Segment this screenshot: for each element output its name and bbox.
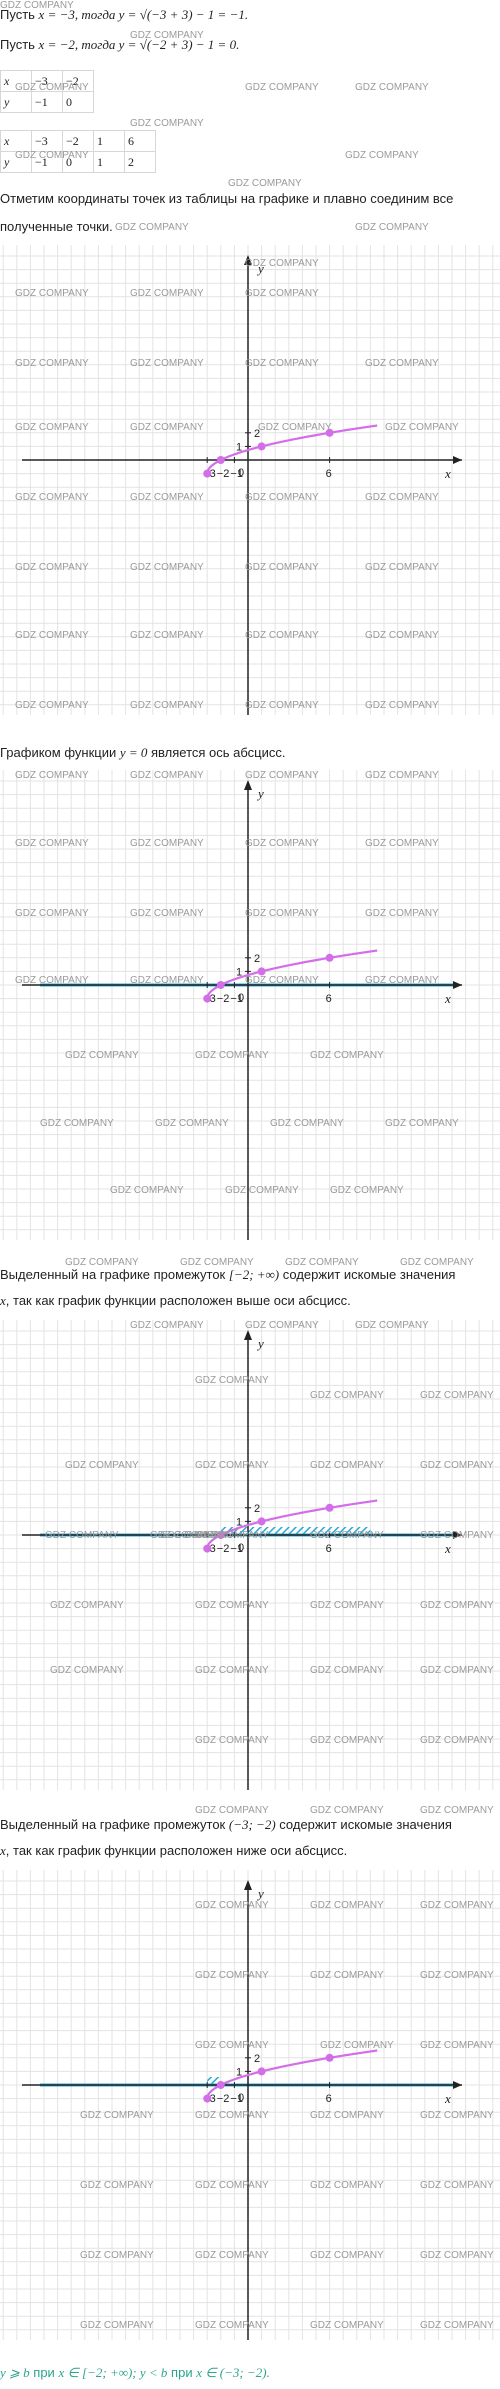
grid bbox=[0, 1870, 500, 2340]
shaded-interval bbox=[207, 2077, 221, 2085]
x-tick-label: −1 bbox=[230, 993, 243, 1005]
data-point bbox=[325, 953, 334, 962]
data-point bbox=[257, 967, 266, 976]
x-axis-arrow bbox=[453, 456, 462, 464]
origin-label: 0 bbox=[238, 467, 244, 479]
x-axis-label: x bbox=[444, 2091, 451, 2106]
x-tick-label: 6 bbox=[326, 468, 332, 480]
data-point bbox=[325, 2053, 334, 2062]
x-axis-arrow bbox=[453, 1531, 462, 1539]
data-point bbox=[203, 469, 212, 478]
interval-2-line-2: x, так как график функции расположен ниж… bbox=[0, 1843, 348, 1858]
watermark: GDZ COMPANY bbox=[130, 118, 204, 129]
line-x-minus-3: Пусть x = −3, тогда y = √(−3 + 3) − 1 = … bbox=[0, 7, 249, 22]
y-tick-label: 2 bbox=[254, 953, 260, 965]
function-curve bbox=[206, 1499, 378, 1549]
grid bbox=[0, 1320, 500, 1790]
watermark: GDZ COMPANY bbox=[245, 82, 319, 93]
x-axis-label: x bbox=[444, 1541, 451, 1556]
x-tick-label: −2 bbox=[217, 468, 230, 480]
y-axis-label: y bbox=[256, 261, 264, 276]
watermark: GDZ COMPANY bbox=[355, 222, 429, 233]
y-axis-arrow bbox=[244, 1880, 252, 1890]
y-tick-label: 2 bbox=[254, 1503, 260, 1515]
data-point bbox=[216, 456, 225, 464]
data-point bbox=[325, 428, 334, 437]
data-point bbox=[216, 2081, 225, 2089]
watermark: GDZ COMPANY bbox=[115, 222, 189, 233]
x-tick-label: −2 bbox=[217, 1543, 230, 1555]
x-axis-arrow bbox=[453, 981, 462, 989]
interval-2-line-1: Выделенный на графике промежуток (−3; −2… bbox=[0, 1817, 452, 1832]
data-point bbox=[325, 1503, 334, 1512]
x-tick-label: −2 bbox=[217, 993, 230, 1005]
y-axis-label: y bbox=[256, 786, 264, 801]
data-point bbox=[203, 1544, 212, 1553]
plot-intro-2: полученные точки. bbox=[0, 219, 113, 234]
final-answer: y ⩾ b при x ∈ [−2; +∞); y < b при x ∈ (−… bbox=[0, 2365, 270, 2380]
y-axis-label: y bbox=[256, 1886, 264, 1901]
x-tick-label: −1 bbox=[230, 2093, 243, 2105]
data-point bbox=[257, 442, 266, 451]
y-tick-label: 1 bbox=[236, 1516, 242, 1528]
y-axis-arrow bbox=[244, 1330, 252, 1340]
interval-1-line-2: x, так как график функции расположен выш… bbox=[0, 1293, 351, 1308]
x-axis-arrow bbox=[453, 2081, 462, 2089]
data-point bbox=[216, 981, 225, 989]
x-tick-label: −2 bbox=[217, 2093, 230, 2105]
data-point bbox=[257, 2067, 266, 2076]
x-tick-label: 6 bbox=[326, 1543, 332, 1555]
y-axis-label: y bbox=[256, 1336, 264, 1351]
data-point bbox=[203, 2094, 212, 2103]
grid bbox=[0, 770, 500, 1240]
y0-statement: Графиком функции y = 0 является ось абсц… bbox=[0, 745, 286, 760]
function-curve bbox=[206, 949, 378, 999]
watermark: GDZ COMPANY bbox=[355, 82, 429, 93]
grid bbox=[0, 245, 500, 715]
interval-1-line-1: Выделенный на графике промежуток [−2; +∞… bbox=[0, 1267, 456, 1282]
origin-label: 0 bbox=[238, 2092, 244, 2104]
y-axis-arrow bbox=[244, 780, 252, 790]
y-tick-label: 2 bbox=[254, 428, 260, 440]
line-x-minus-2: Пусть x = −2, тогда y = √(−2 + 3) − 1 = … bbox=[0, 37, 240, 52]
watermark: GDZ COMPANY bbox=[345, 150, 419, 161]
origin-label: 0 bbox=[238, 992, 244, 1004]
watermark: GDZ COMPANY bbox=[420, 1805, 494, 1816]
y-tick-label: 2 bbox=[254, 2053, 260, 2065]
watermark: GDZ COMPANY bbox=[195, 1805, 269, 1816]
y-axis-arrow bbox=[244, 255, 252, 265]
data-point bbox=[216, 1531, 225, 1539]
data-point bbox=[203, 994, 212, 1003]
data-point bbox=[257, 1517, 266, 1526]
x-tick-label: 6 bbox=[326, 2093, 332, 2105]
function-curve bbox=[206, 2049, 378, 2099]
watermark: GDZ COMPANY bbox=[228, 178, 302, 189]
x-tick-label: 6 bbox=[326, 993, 332, 1005]
x-axis-label: x bbox=[444, 466, 451, 481]
y-tick-label: 1 bbox=[236, 2066, 242, 2078]
origin-label: 0 bbox=[238, 1542, 244, 1554]
y-tick-label: 1 bbox=[236, 441, 242, 453]
watermark: GDZ COMPANY bbox=[310, 1805, 384, 1816]
x-axis-label: x bbox=[444, 991, 451, 1006]
y-tick-label: 1 bbox=[236, 966, 242, 978]
shaded-interval bbox=[220, 1527, 371, 1535]
x-tick-label: −1 bbox=[230, 468, 243, 480]
x-tick-label: −1 bbox=[230, 1543, 243, 1555]
plot-intro-1: Отметим координаты точек из таблицы на г… bbox=[0, 191, 454, 206]
function-curve bbox=[206, 424, 378, 474]
